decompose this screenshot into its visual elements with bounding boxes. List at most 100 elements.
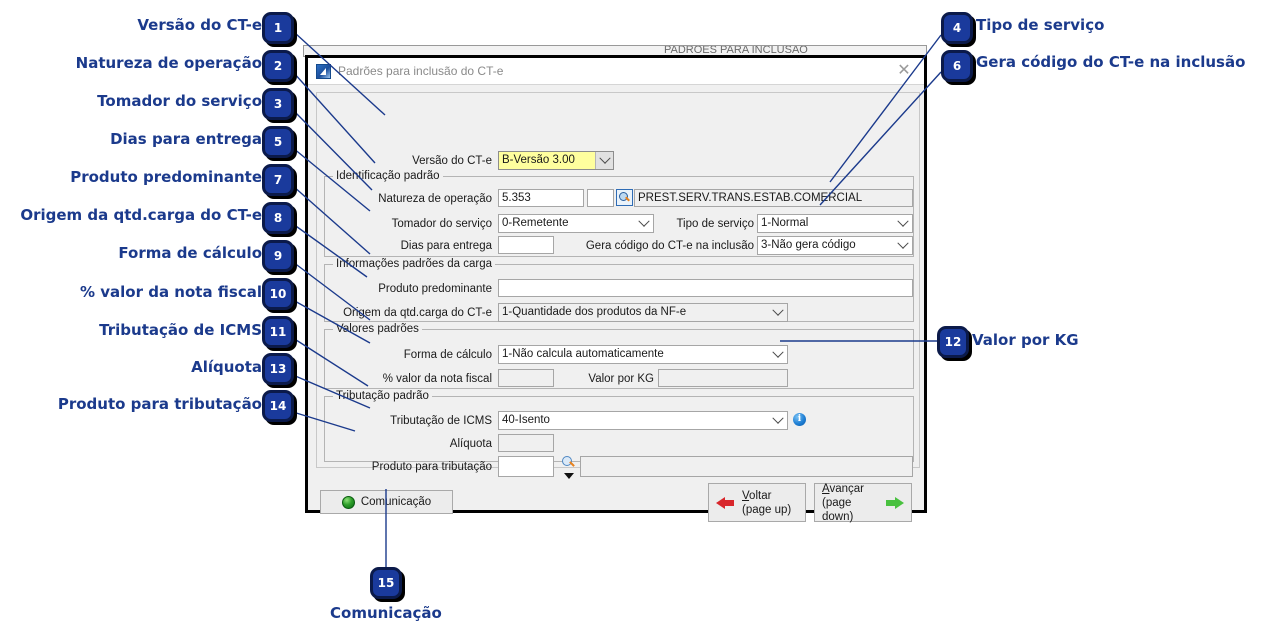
forma-calculo-label: Forma de cálculo [403,349,492,361]
natureza-operacao-description-value: PREST.SERV.TRANS.ESTAB.COMERCIAL [638,192,863,204]
tipo-servico-label: Tipo de serviço [676,218,754,230]
valor-kg-input[interactable] [658,369,788,387]
comunicacao-button-label: Comunicação [360,496,432,508]
forma-calculo-combo[interactable]: 1-Não calcula automaticamente [498,345,788,364]
annotation-badge-15: 15 [370,567,402,599]
produto-predominante-label: Produto predominante [378,283,492,295]
annotation-label-10: % valor da nota fiscal [80,283,262,301]
versao-ctE-label: Versão do CT-e [412,155,492,167]
gera-codigo-value: 3-Não gera código [761,239,856,251]
close-icon[interactable]: ✕ [897,62,911,79]
pct-nota-fiscal-input[interactable] [498,369,554,387]
dialog-title: Padrões para inclusão do CT-e [338,64,504,78]
annotation-badge-9: 9 [262,240,294,272]
arrow-left-icon [716,495,735,510]
annotation-label-5: Dias para entrega [110,130,262,148]
chevron-down-icon[interactable] [894,215,912,232]
annotation-badge-3: 3 [262,88,294,120]
pct-nota-fiscal-label: % valor da nota fiscal [382,373,492,385]
tipo-servico-combo[interactable]: 1-Normal [757,214,913,233]
content-pane: Versão do CT-e B-Versão 3.00 Identificaç… [316,92,920,479]
group-tributacao-title: Tributação padrão [333,390,432,402]
dialog-body: Versão do CT-e B-Versão 3.00 Identificaç… [308,85,924,523]
natureza-operacao-extra-input[interactable] [587,189,614,207]
annotation-label-12: Valor por KG [972,331,1079,349]
dias-entrega-input[interactable] [498,236,554,254]
produto-tributacao-description [580,456,913,477]
annotation-badge-12: 12 [937,326,969,358]
annotation-badge-2: 2 [262,50,294,82]
tomador-servico-value: 0-Remetente [502,217,569,229]
annotation-label-4: Tipo de serviço [976,16,1105,34]
chevron-down-icon[interactable] [769,346,787,363]
natureza-operacao-description: PREST.SERV.TRANS.ESTAB.COMERCIAL [634,189,913,207]
avancar-accel: A [822,482,830,495]
natureza-operacao-label: Natureza de operação [378,193,492,205]
annotation-label-14: Produto para tributação [57,395,262,413]
natureza-operacao-code-value: 5.353 [502,192,531,204]
produto-tributacao-input[interactable] [498,456,554,477]
arrow-right-icon [885,495,904,510]
annotation-badge-8: 8 [262,202,294,234]
globe-icon [341,495,355,509]
tributacao-icms-combo[interactable]: 40-Isento [498,411,788,430]
annotation-badge-14: 14 [262,390,294,422]
tipo-servico-value: 1-Normal [761,217,809,229]
avancar-button[interactable]: Avançar (page down) [814,482,912,523]
annotation-badge-11: 11 [262,316,294,348]
origem-qtd-carga-value: 1-Quantidade dos produtos da NF-e [502,306,687,318]
info-icon[interactable]: i [793,413,806,426]
chevron-down-icon[interactable] [595,152,613,169]
comunicacao-button[interactable]: Comunicação [320,490,453,514]
padroes-ctE-dialog: Padrões para inclusão do CT-e ✕ Versão d… [305,55,927,523]
search-icon[interactable] [562,456,576,470]
tributacao-icms-value: 40-Isento [502,414,550,426]
avancar-rest: vançar [829,482,864,495]
annotation-label-7: Produto predominante [70,168,262,186]
annotation-label-1: Versão do CT-e [137,16,262,34]
gera-codigo-label: Gera código do CT-e na inclusão [585,240,754,252]
group-carga-title: Informações padrões da carga [333,258,495,270]
versao-ctE-combo[interactable]: B-Versão 3.00 [498,151,614,170]
natureza-operacao-code-input[interactable]: 5.353 [498,189,584,207]
voltar-rest: oltar [749,489,772,502]
annotation-label-6: Gera código do CT-e na inclusão [976,53,1246,71]
annotation-badge-13: 13 [262,353,294,385]
aliquota-input[interactable] [498,434,554,452]
annotation-label-2: Natureza de operação [75,54,262,72]
annotation-label-8: Origem da qtd.carga do CT-e [20,206,262,224]
annotation-badge-5: 5 [262,126,294,158]
chevron-down-icon[interactable] [769,412,787,429]
chevron-down-icon[interactable] [894,237,912,254]
voltar-button[interactable]: Voltar (page up) [708,483,806,522]
annotation-badge-10: 10 [262,278,294,310]
tomador-servico-label: Tomador do serviço [391,218,492,230]
voltar-hint: (page up) [742,503,792,516]
annotation-badge-6: 6 [941,50,973,82]
voltar-accel: V [742,489,750,502]
annotation-badge-7: 7 [262,164,294,196]
app-icon [316,63,331,79]
annotation-label-9: Forma de cálculo [118,244,262,262]
versao-ctE-value: B-Versão 3.00 [502,154,575,166]
dialog-titlebar: Padrões para inclusão do CT-e ✕ [308,58,924,85]
chevron-down-icon[interactable] [769,304,787,321]
group-identificacao-title: Identificação padrão [333,170,443,182]
annotation-badge-4: 4 [941,12,973,44]
annotation-label-11: Tributação de ICMS [99,321,262,339]
origem-qtd-carga-combo[interactable]: 1-Quantidade dos produtos da NF-e [498,303,788,322]
produto-predominante-input[interactable] [498,279,913,297]
forma-calculo-value: 1-Não calcula automaticamente [502,348,664,360]
group-valores-title: Valores padrões [333,323,422,335]
tomador-servico-combo[interactable]: 0-Remetente [498,214,654,233]
annotation-label-13: Alíquota [191,358,262,376]
annotation-label-3: Tomador do serviço [97,92,262,110]
background-window-title: PADRÕES PARA INCLUSÃO [664,45,808,56]
gera-codigo-combo[interactable]: 3-Não gera código [757,236,913,255]
annotation-label-15: Comunicação [330,604,442,622]
natureza-operacao-search-button[interactable] [616,189,633,206]
tributacao-icms-label: Tributação de ICMS [390,415,492,427]
dias-entrega-label: Dias para entrega [400,240,492,252]
avancar-hint: (page down) [822,496,854,523]
caret-down-icon[interactable] [564,473,574,479]
